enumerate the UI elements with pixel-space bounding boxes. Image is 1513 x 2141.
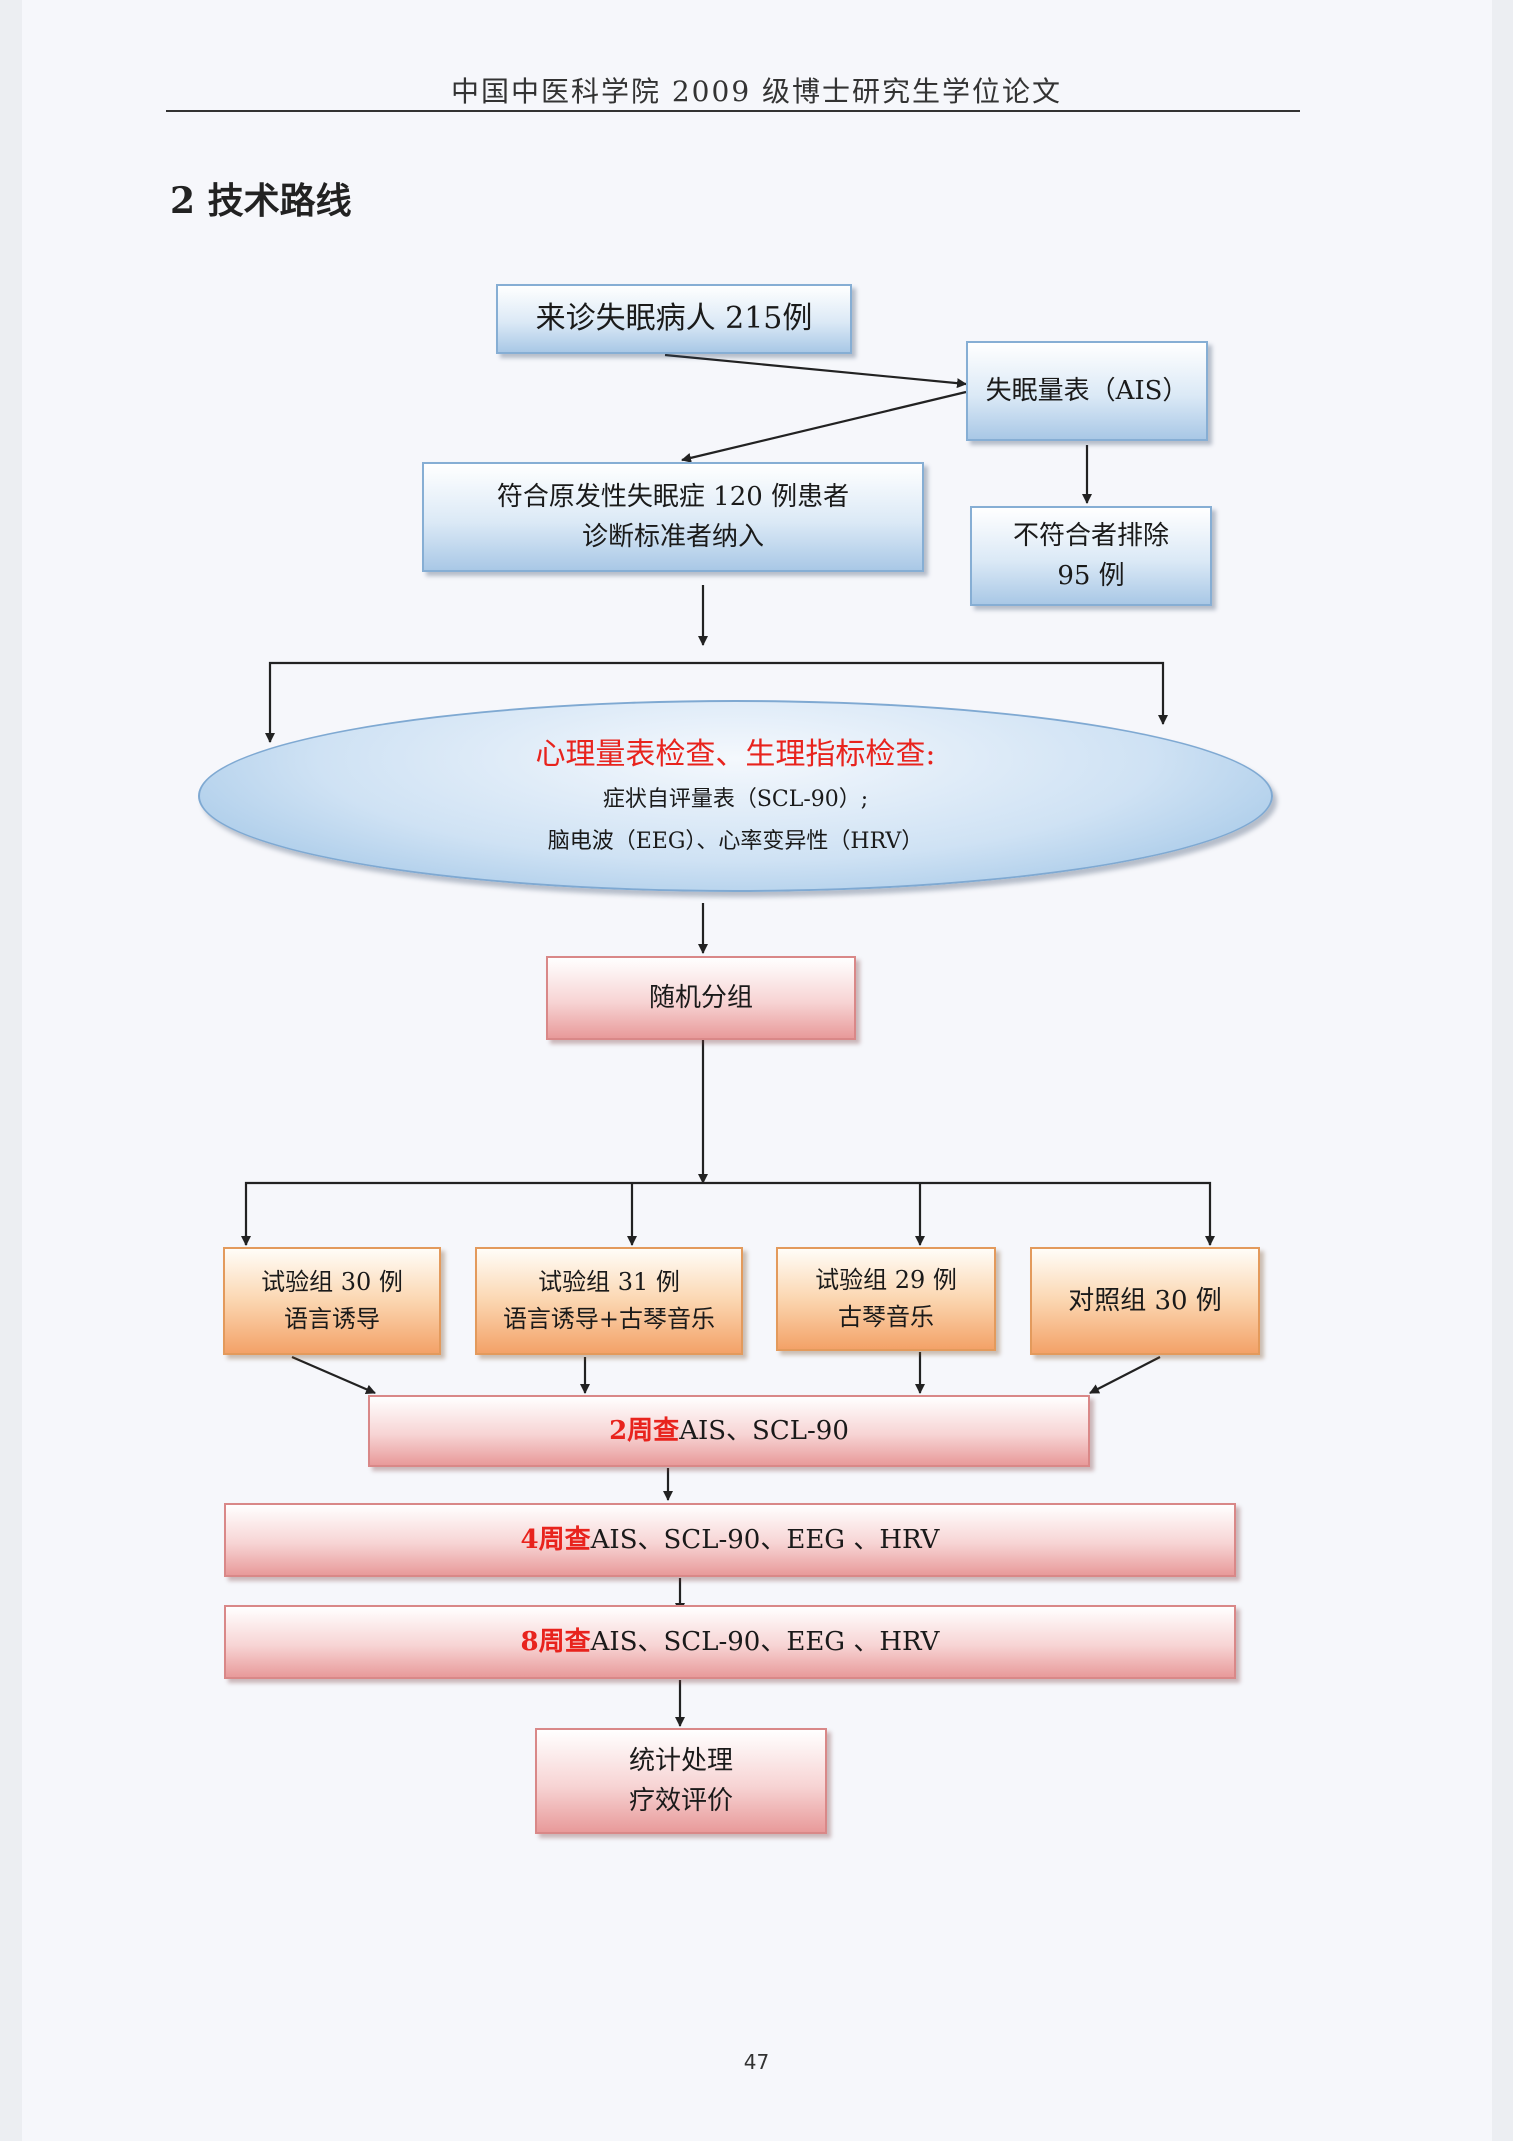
group-1-line1: 试验组 30 例 <box>261 1267 403 1296</box>
included-line2: 诊断标准者纳入 <box>581 522 764 552</box>
patients-box: 来诊失眠病人 215例 <box>496 284 852 354</box>
exam-line1: 症状自评量表（SCL-90）; <box>602 787 869 813</box>
group-branch-bar <box>244 1181 1212 1245</box>
final-line2: 疗效评价 <box>628 1786 733 1816</box>
included-line1: 符合原发性失眠症 120 例患者 <box>496 481 850 512</box>
header-rule <box>166 110 1300 112</box>
randomize-label: 随机分组 <box>648 982 753 1013</box>
excluded-line1: 不符合者排除 <box>1012 520 1169 551</box>
group-2-line1: 试验组 31 例 <box>538 1267 680 1296</box>
final-line1: 统计处理 <box>628 1745 733 1776</box>
arrow-patients-to-ais <box>664 353 967 389</box>
ais-box: 失眠量表（AIS） <box>966 341 1208 441</box>
group-2-line2: 语言诱导+古琴音乐 <box>502 1305 716 1333</box>
week4-items: AIS、SCL-90、EEG 、HRV <box>590 1524 940 1555</box>
week8-highlight: 8周查 <box>520 1626 591 1657</box>
group-box-2: 试验组 31 例 语言诱导+古琴音乐 <box>475 1247 743 1355</box>
exam-line2: 脑电波（EEG）、心率变异性（HRV） <box>547 829 924 854</box>
group-4-line1: 对照组 30 例 <box>1068 1285 1222 1316</box>
group-1-line2: 语言诱导 <box>284 1305 380 1333</box>
arrow-ais-to-included <box>681 390 967 463</box>
exam-ellipse: 心理量表检查、生理指标检查: 症状自评量表（SCL-90）; 脑电波（EEG）、… <box>198 700 1273 892</box>
week2-items: AIS、SCL-90 <box>679 1415 849 1446</box>
excluded-box: 不符合者排除 95 例 <box>970 506 1212 606</box>
arrow-g4-to-week2 <box>1089 1356 1161 1394</box>
group-box-4: 对照组 30 例 <box>1030 1247 1260 1355</box>
final-box: 统计处理 疗效评价 <box>535 1728 827 1834</box>
exam-title: 心理量表检查、生理指标检查: <box>535 737 936 773</box>
bracket-to-exam <box>268 661 1165 742</box>
excluded-line2: 95 例 <box>1057 561 1125 591</box>
group-3-line2: 古琴音乐 <box>838 1303 934 1331</box>
section-title: 2 技术路线 <box>170 180 352 222</box>
arrow-g1-to-week2 <box>291 1355 376 1395</box>
week4-highlight: 4周查 <box>520 1524 591 1555</box>
running-header: 中国中医科学院 2009 级博士研究生学位论文 <box>450 75 1063 108</box>
group-box-1: 试验组 30 例 语言诱导 <box>223 1247 441 1355</box>
ais-label: 失眠量表（AIS） <box>985 375 1189 406</box>
included-box: 符合原发性失眠症 120 例患者 诊断标准者纳入 <box>422 462 924 572</box>
week2-highlight: 2周查 <box>609 1415 680 1446</box>
group-3-line1: 试验组 29 例 <box>815 1265 957 1294</box>
week8-items: AIS、SCL-90、EEG 、HRV <box>590 1626 940 1657</box>
group-box-3: 试验组 29 例 古琴音乐 <box>776 1247 996 1351</box>
randomize-box: 随机分组 <box>546 956 856 1040</box>
page-number: 47 <box>743 2050 770 2074</box>
patients-label: 来诊失眠病人 215例 <box>535 300 813 336</box>
